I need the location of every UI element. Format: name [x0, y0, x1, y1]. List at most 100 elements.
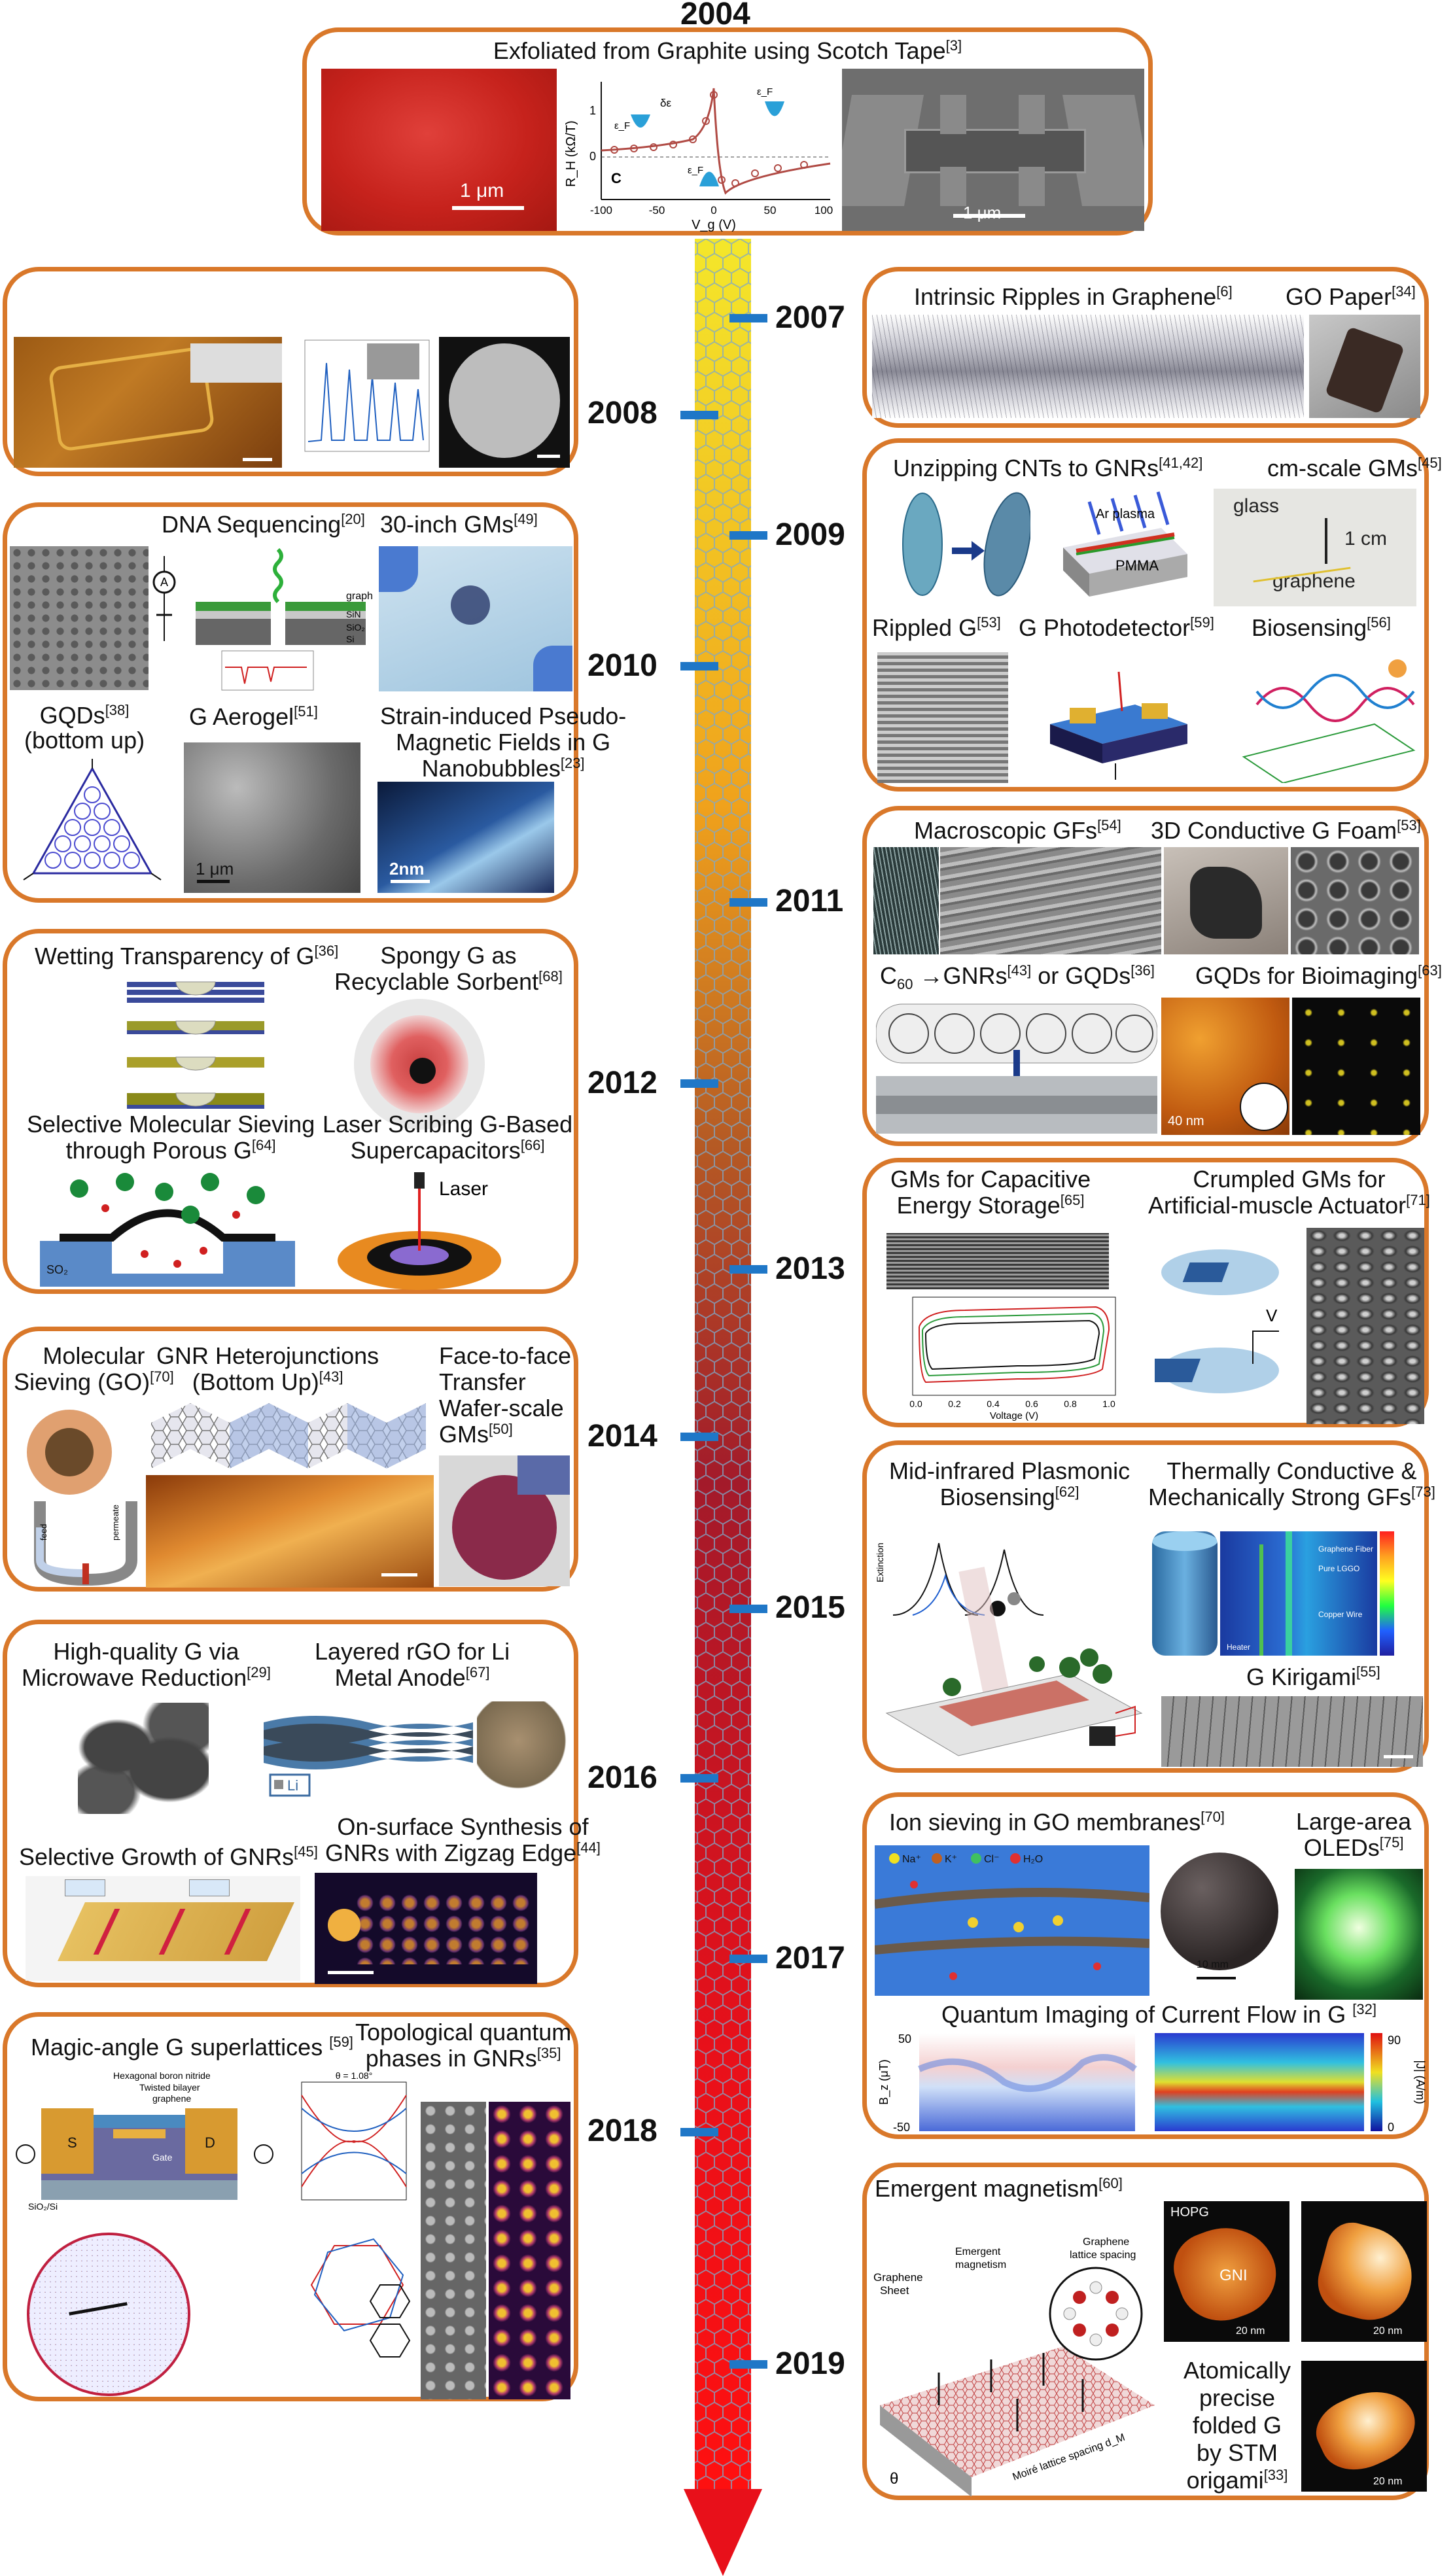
tick-2010 [680, 662, 718, 670]
photodetector-schematic [1050, 671, 1187, 780]
box-2018: Magic-angle G superlattices [59] Topolog… [3, 2012, 578, 2401]
label-dna-sequencing: DNA Sequencing[20] [162, 511, 365, 538]
tick-2015 [729, 1605, 767, 1613]
thermal-colorbar [1380, 1531, 1394, 1656]
tick-2017 [729, 1955, 767, 1963]
go-membrane-photo: 10 mm [1157, 1849, 1288, 1987]
box-2004: Exfoliated from Graphite using Scotch Ta… [302, 27, 1153, 235]
svg-text:D: D [205, 2134, 215, 2151]
year-2015: 2015 [775, 1590, 845, 1625]
label-go-paper: GO Paper[34] [1286, 283, 1416, 310]
year-2011: 2011 [775, 884, 844, 918]
svg-text:SiN: SiN [346, 609, 361, 619]
timeline-arrowhead [684, 2489, 762, 2576]
wafer-photo [439, 1455, 570, 1586]
svg-text:SiO₂: SiO₂ [346, 622, 365, 633]
svg-text:V: V [1266, 1306, 1278, 1325]
g-foam-photo [1164, 847, 1288, 954]
hall-resistance-plot: R_H (kΩ/T) 0 1 -100 -50 0 50 100 V_g (V)… [564, 82, 833, 232]
cv-xlabel: Voltage (V) [990, 1410, 1038, 1421]
plot-c-label: C [611, 170, 622, 186]
year-2014: 2014 [587, 1419, 657, 1453]
scale-bar-label: 1 μm [196, 859, 234, 879]
svg-text:graphene: graphene [346, 591, 372, 602]
svg-text:-50: -50 [893, 2121, 910, 2134]
scale-bar-label: 20 nm [1373, 2325, 1403, 2337]
scale-bar-label: 10 mm [1197, 1959, 1229, 1970]
svg-text:permeate: permeate [111, 1505, 120, 1540]
thirty-inch-gm-photo [379, 546, 572, 691]
biosensing-schematic [1242, 659, 1416, 783]
svg-text:1.0: 1.0 [1102, 1399, 1115, 1409]
sorbent-dish-photo [354, 999, 485, 1130]
plasmonic-biosensor-schematic: Extinction [875, 1542, 1143, 1756]
scale-bar-label: 1 μm [460, 180, 504, 201]
cm-scale-gm-photo: glass 1 cm graphene [1214, 489, 1416, 606]
svg-text:graphene: graphene [152, 2093, 191, 2104]
folded-g-stm-2: 20 nm [1301, 2201, 1427, 2342]
nanopore-dna-schematic: A graphene SiN SiO₂ Si [152, 548, 372, 691]
svg-text:-50: -50 [649, 204, 665, 217]
label-gnr-heterojunctions: GNR Heterojunctions(Bottom Up)[43] [156, 1342, 379, 1395]
svg-text:S: S [67, 2134, 77, 2151]
scale-bar-label: 20 nm [1373, 2476, 1403, 2487]
svg-text:SO₂: SO₂ [46, 1263, 68, 1276]
gnr-heterojunction-lattice [151, 1403, 426, 1469]
svg-text:Si: Si [346, 634, 354, 644]
svg-text:0.0: 0.0 [909, 1399, 922, 1409]
magic-angle-device-schematic: S D Hexagonal boron nitride Twisted bila… [16, 2070, 273, 2212]
year-2016: 2016 [587, 1760, 657, 1795]
label-intrinsic-ripples: Intrinsic Ripples in Graphene[6] [914, 283, 1233, 310]
box-2019: Emergent magnetism[60] Graphene Sheet Em… [862, 2163, 1429, 2500]
svg-text:δε: δε [660, 97, 671, 109]
tick-2019 [729, 2360, 767, 2369]
svg-text:PMMA: PMMA [1115, 557, 1159, 574]
band-structure-plot: θ = 1.08° [301, 2070, 407, 2201]
year-2018: 2018 [587, 2114, 657, 2148]
graphene-disk-image [439, 337, 570, 468]
svg-text:Gate: Gate [152, 2152, 173, 2163]
box-2008 [3, 267, 578, 476]
year-2007: 2007 [775, 300, 845, 335]
folded-g-stm-3: 20 nm [1301, 2361, 1427, 2492]
bz-field-map: B_z (μT) 50 -50 [877, 2032, 1137, 2134]
svg-text:Cl⁻: Cl⁻ [984, 1854, 1000, 1865]
svg-text:Sheet: Sheet [880, 2284, 909, 2297]
crumpled-gm-sem [1306, 1228, 1424, 1424]
microwave-g-sem [78, 1703, 209, 1814]
svg-text:feed: feed [39, 1524, 48, 1540]
gf-fiber-sem [940, 847, 1161, 954]
svg-text:Laser: Laser [439, 1178, 488, 1200]
label-c60-gnrs: C60 →GNRs[43] or GQDs[36] [880, 962, 1155, 993]
moire-lattice-circle [27, 2233, 190, 2396]
svg-text:Na⁺: Na⁺ [902, 1854, 921, 1865]
label-30inch-gms: 30-inch GMs[49] [380, 511, 538, 538]
gf-cylinder-render [1152, 1531, 1218, 1656]
svg-text:Extinction: Extinction [875, 1542, 885, 1582]
timeline-bar [684, 239, 762, 2576]
hall-bar-device-image: 1 μm [842, 69, 1144, 231]
label-thermally-conductive: Thermally Conductive &Mechanically Stron… [1148, 1457, 1435, 1510]
oled-photo [1295, 1869, 1423, 2000]
ar-plasma-schematic: Ar plasma PMMA [1063, 491, 1187, 597]
gf-fiber-photo [873, 847, 939, 954]
svg-text:50: 50 [764, 204, 777, 217]
scale-bar-label: 2nm [389, 859, 425, 879]
svg-text:lattice spacing: lattice spacing [1070, 2250, 1136, 2261]
plot-ylabel: R_H (kΩ/T) [564, 120, 578, 187]
year-2017: 2017 [775, 1941, 845, 1976]
tick-2008 [680, 411, 718, 419]
label-emergent-magnetism: Emergent magnetism[60] [875, 2175, 1123, 2202]
year-2013: 2013 [775, 1251, 845, 1286]
aerogel-sem-image: 1 μm [184, 742, 360, 893]
label-ion-sieving: Ion sieving in GO membranes[70] [889, 1809, 1225, 1836]
year-2012: 2012 [587, 1066, 657, 1100]
